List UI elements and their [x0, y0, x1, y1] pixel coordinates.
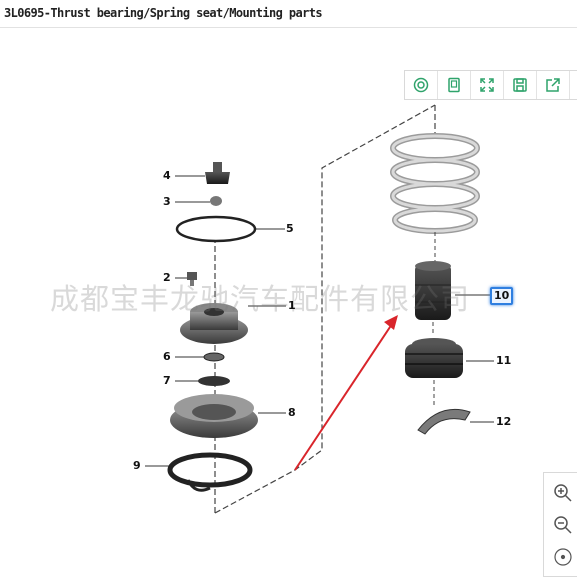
callout-7[interactable]: 7	[163, 374, 171, 387]
diagram-toolbar	[404, 70, 577, 100]
locate-button[interactable]	[405, 71, 438, 99]
zoom-in-icon	[554, 484, 572, 502]
document-button[interactable]	[438, 71, 471, 99]
leader-lines	[145, 175, 494, 467]
callout-9[interactable]: 9	[133, 459, 141, 472]
part-3-small-nut[interactable]	[210, 196, 222, 206]
coil-spring-highlight	[391, 134, 479, 233]
locate-icon	[413, 77, 429, 93]
part-12-spring-pad[interactable]	[417, 408, 471, 435]
fullscreen-icon	[480, 78, 494, 92]
reset-zoom-icon	[554, 548, 572, 566]
part-7-disc[interactable]	[198, 376, 230, 386]
part-8-thrust-bearing[interactable]	[170, 394, 258, 438]
zoom-controls	[543, 472, 577, 577]
callout-11[interactable]: 11	[496, 354, 512, 367]
part-11-protective-boot[interactable]	[405, 338, 463, 378]
reset-zoom-button[interactable]	[544, 541, 577, 573]
callout-4[interactable]: 4	[163, 169, 171, 182]
save-icon	[513, 78, 527, 92]
part-10-bump-stop[interactable]	[415, 261, 451, 320]
callout-2[interactable]: 2	[163, 271, 171, 284]
zoom-in-button[interactable]	[544, 477, 577, 509]
save-button[interactable]	[504, 71, 537, 99]
red-arrow	[294, 315, 398, 471]
callout-6[interactable]: 6	[163, 350, 171, 363]
part-9-spring-seat[interactable]	[167, 452, 253, 492]
callout-5[interactable]: 5	[286, 222, 294, 235]
callout-8[interactable]: 8	[288, 406, 296, 419]
zoom-out-icon	[554, 516, 572, 534]
part-1-mount[interactable]	[180, 303, 248, 344]
callout-1[interactable]: 1	[288, 299, 296, 312]
share-icon	[546, 78, 560, 92]
callout-3[interactable]: 3	[163, 195, 171, 208]
callout-10-selected[interactable]: 10	[490, 287, 514, 305]
part-5-circlip[interactable]	[175, 215, 257, 243]
callout-12[interactable]: 12	[496, 415, 512, 428]
header-bar: 3L0695-Thrust bearing/Spring seat/Mounti…	[0, 0, 577, 28]
part-6-washer[interactable]	[203, 352, 225, 362]
zoom-out-button[interactable]	[544, 509, 577, 541]
parts-diagram	[145, 104, 494, 514]
part-2-bolt[interactable]	[187, 272, 197, 286]
part-4-nut[interactable]	[205, 162, 230, 184]
fullscreen-button[interactable]	[471, 71, 504, 99]
document-icon	[448, 77, 460, 93]
page-title: 3L0695-Thrust bearing/Spring seat/Mounti…	[4, 6, 323, 20]
share-button[interactable]	[537, 71, 570, 99]
